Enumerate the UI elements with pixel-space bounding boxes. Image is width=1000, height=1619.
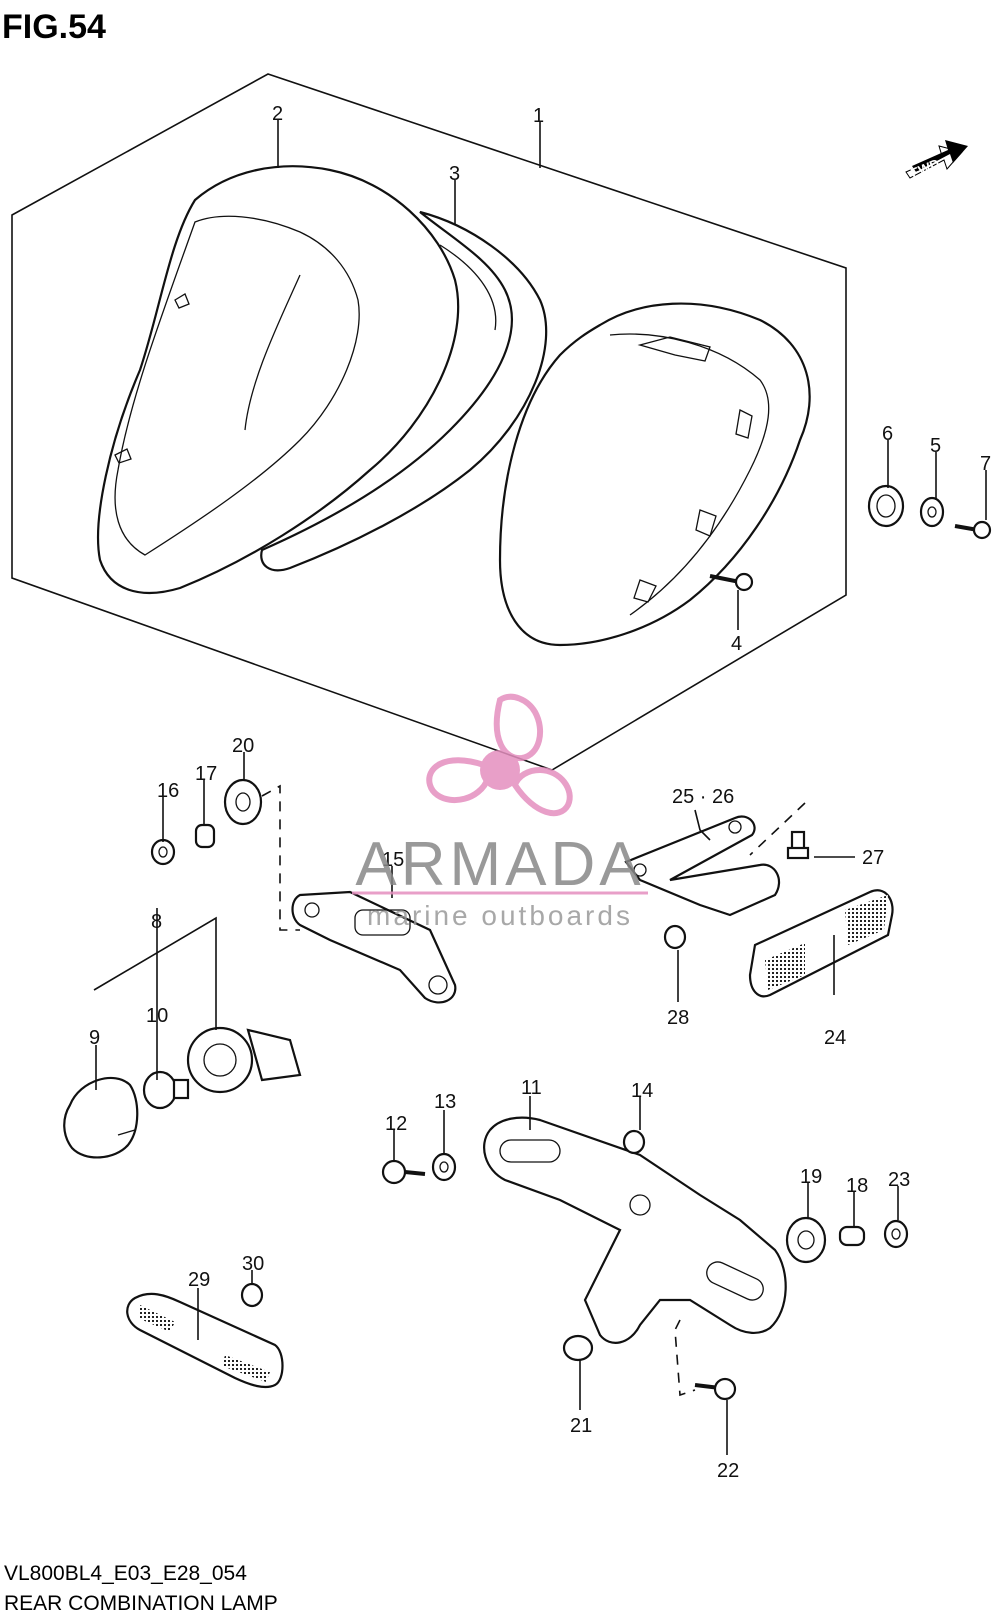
lamp-body-part — [498, 302, 811, 647]
lens-part-9 — [63, 1076, 139, 1159]
gasket-part — [260, 210, 548, 572]
diagram-caption: REAR COMBINATION LAMP — [4, 1592, 278, 1615]
armada-watermark: ARMADA marine outboards — [352, 693, 648, 931]
figure-title: FIG.54 — [2, 8, 106, 46]
cap-part-21 — [562, 1334, 594, 1362]
callout-10: 10 — [146, 1005, 168, 1027]
callout-1: 1 — [533, 105, 544, 127]
callout-7: 7 — [980, 453, 991, 475]
propeller-logo-icon — [426, 693, 573, 817]
callout-13: 13 — [434, 1091, 456, 1113]
callout-22: 22 — [717, 1460, 739, 1482]
watermark-tagline: marine outboards — [367, 900, 633, 931]
callout-21: 21 — [570, 1415, 592, 1437]
callout-20: 20 — [232, 735, 254, 757]
reflector-part-29 — [126, 1292, 284, 1389]
grommet-part-20 — [223, 778, 263, 826]
callout-9: 9 — [89, 1027, 100, 1049]
nut-part-16 — [150, 838, 176, 866]
grommet-part-6 — [867, 484, 905, 528]
fwd-badge-text: FWD — [909, 156, 942, 181]
callout-5: 5 — [930, 435, 941, 457]
callout-29: 29 — [188, 1269, 210, 1291]
bolt-part-22 — [694, 1377, 737, 1401]
callout-8: 8 — [151, 911, 162, 933]
nut-part-14 — [622, 1129, 646, 1155]
callout-23: 23 — [888, 1169, 910, 1191]
callout-16: 16 — [157, 780, 179, 802]
callout-28: 28 — [667, 1007, 689, 1029]
washer-part-5 — [919, 496, 945, 528]
nut-part-30 — [240, 1282, 264, 1308]
spacer-part-18 — [838, 1225, 866, 1247]
callout-17: 17 — [195, 763, 217, 785]
callout-14: 14 — [631, 1080, 653, 1102]
bolt-part-27 — [786, 830, 810, 860]
grommet-part-19 — [785, 1216, 827, 1264]
lens-housing-part — [97, 165, 460, 595]
socket-part-8 — [186, 1026, 302, 1094]
screw-part-7 — [954, 520, 992, 540]
reflector-part-24 — [748, 889, 894, 998]
screw-part-4 — [709, 572, 754, 592]
callout-18: 18 — [846, 1175, 868, 1197]
callout-12: 12 — [385, 1113, 407, 1135]
callout-11: 11 — [521, 1077, 542, 1099]
callout-19: 19 — [800, 1166, 822, 1188]
forward-direction-icon: FWD — [905, 140, 968, 181]
watermark-brand: ARMADA — [355, 830, 644, 899]
callout-labels: 1 2 3 4 5 6 7 8 9 10 11 12 13 14 15 16 1… — [89, 103, 991, 1482]
callout-24: 24 — [824, 1027, 846, 1049]
leader-lines — [93, 120, 987, 1455]
callout-30: 30 — [242, 1253, 264, 1275]
nut-part-23 — [883, 1219, 909, 1249]
callout-6: 6 — [882, 423, 893, 445]
callout-25-26: 25 · 26 — [672, 786, 734, 808]
spacer-part-17 — [194, 823, 216, 849]
model-code: VL800BL4_E03_E28_054 — [4, 1562, 247, 1585]
callout-3: 3 — [449, 163, 460, 185]
washer-part-13 — [431, 1152, 457, 1182]
nut-part-28 — [663, 924, 687, 950]
callout-27: 27 — [862, 847, 884, 869]
callout-15: 15 — [382, 849, 404, 871]
callout-2: 2 — [272, 103, 283, 125]
bracket-part-25-26 — [624, 815, 781, 917]
bracket-part-15 — [291, 890, 457, 1004]
bracket-part-11 — [483, 1116, 787, 1344]
bolt-part-12 — [381, 1159, 426, 1185]
bulb-part-10 — [142, 1070, 190, 1110]
callout-4: 4 — [731, 633, 742, 655]
assembly-group-outline — [11, 73, 847, 771]
